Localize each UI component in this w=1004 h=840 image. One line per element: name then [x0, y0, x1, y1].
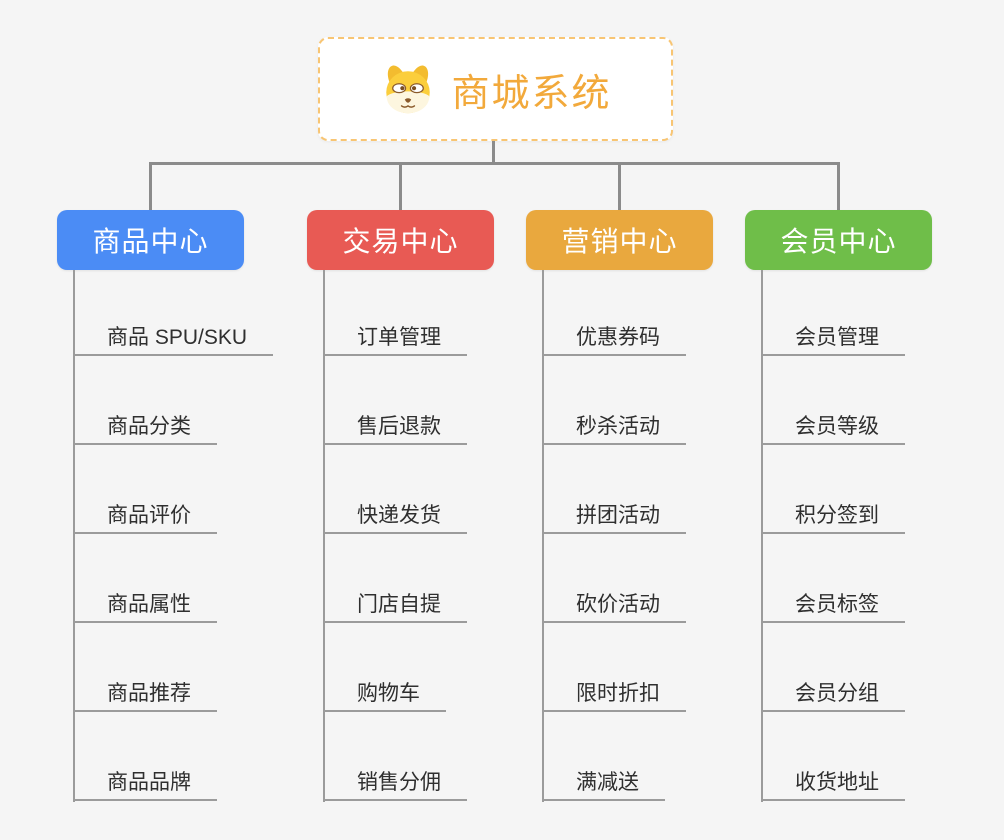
sub-item[interactable]: 购物车 [323, 678, 446, 712]
connector-drop-marketing-center [618, 163, 621, 210]
connector-drop-product-center [149, 163, 152, 210]
root-node[interactable]: 商城系统 [318, 37, 673, 141]
branch-box-trade-center[interactable]: 交易中心 [307, 210, 494, 270]
branch-box-marketing-center[interactable]: 营销中心 [526, 210, 713, 270]
sub-item[interactable]: 会员分组 [761, 678, 905, 712]
connector-drop-member-center [837, 163, 840, 210]
connector-trunk [149, 162, 840, 165]
sub-item[interactable]: 会员标签 [761, 589, 905, 623]
branch-box-member-center[interactable]: 会员中心 [745, 210, 932, 270]
connector-drop-trade-center [399, 163, 402, 210]
sub-item[interactable]: 销售分佣 [323, 767, 467, 801]
sub-item[interactable]: 商品评价 [73, 500, 217, 534]
connector-root-stem [492, 141, 495, 163]
rail-trade-center [323, 270, 325, 802]
dog-face-icon [386, 65, 431, 114]
sub-item[interactable]: 售后退款 [323, 411, 467, 445]
sub-item[interactable]: 收货地址 [761, 767, 905, 801]
sub-item[interactable]: 会员管理 [761, 322, 905, 356]
sub-item[interactable]: 商品分类 [73, 411, 217, 445]
sub-item[interactable]: 商品属性 [73, 589, 217, 623]
rail-member-center [761, 270, 763, 802]
sub-item[interactable]: 积分签到 [761, 500, 905, 534]
sub-item[interactable]: 商品品牌 [73, 767, 217, 801]
sub-item[interactable]: 商品推荐 [73, 678, 217, 712]
sub-item[interactable]: 门店自提 [323, 589, 467, 623]
branch-box-product-center[interactable]: 商品中心 [57, 210, 244, 270]
sub-item[interactable]: 快递发货 [323, 500, 467, 534]
sub-item[interactable]: 满减送 [542, 767, 665, 801]
sub-item[interactable]: 订单管理 [323, 322, 467, 356]
sub-item[interactable]: 秒杀活动 [542, 411, 686, 445]
sub-item[interactable]: 限时折扣 [542, 678, 686, 712]
rail-marketing-center [542, 270, 544, 802]
sub-item[interactable]: 会员等级 [761, 411, 905, 445]
rail-product-center [73, 270, 75, 802]
sub-item[interactable]: 砍价活动 [542, 589, 686, 623]
sub-item[interactable]: 优惠券码 [542, 322, 686, 356]
sub-item[interactable]: 拼团活动 [542, 500, 686, 534]
root-node-label: 商城系统 [451, 72, 612, 115]
sub-item[interactable]: 商品 SPU/SKU [73, 322, 274, 356]
